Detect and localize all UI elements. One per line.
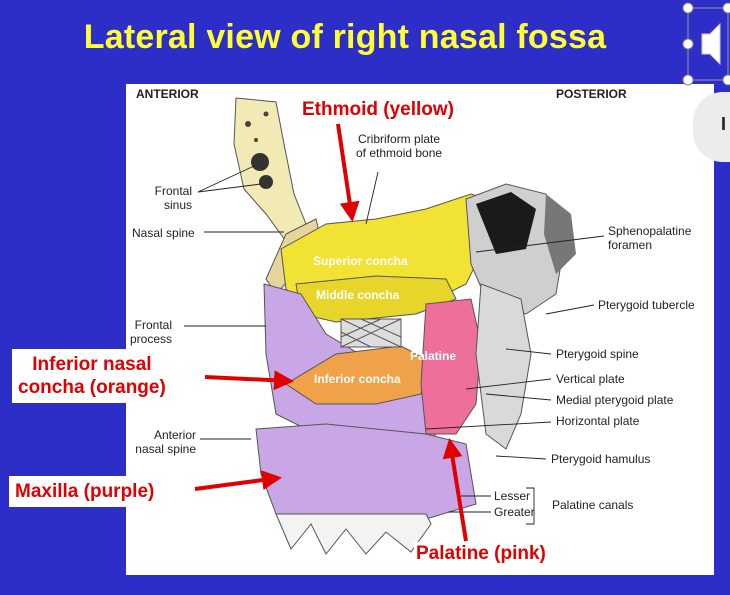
anterior-label: ANTERIOR — [136, 87, 199, 101]
maxilla-palate — [255, 423, 477, 525]
greater-label: Greater — [494, 505, 535, 519]
teeth — [275, 513, 432, 555]
anatomy-illustration — [184, 97, 605, 555]
cribriform-label: Cribriform plate of ethmoid bone — [356, 132, 443, 160]
frontal-process-label: Frontal process — [129, 318, 172, 346]
maxilla-arrow — [194, 470, 282, 491]
superior-concha-label: Superior concha — [313, 254, 408, 268]
sphenopalatine-label: Sphenopalatine foramen — [608, 224, 692, 252]
anterior-nasal-spine-label: Anterior nasal spine — [135, 428, 196, 456]
slide-title: Lateral view of right nasal fossa — [83, 18, 607, 56]
leader-lines — [184, 165, 605, 525]
palatine-arrow — [442, 438, 468, 542]
nasal-fossa-figure: ANTERIOR POSTERIOR Cribriform plate of e… — [126, 84, 714, 575]
palatine-bone — [420, 298, 482, 435]
ethmoid-arrow — [336, 123, 360, 222]
lesser-label: Lesser — [494, 489, 531, 503]
nasal-spine-label: Nasal spine — [132, 226, 195, 240]
pterygoid-process — [475, 283, 532, 450]
horizontal-plate-label: Horizontal plate — [556, 414, 640, 428]
ethmoid-callout: Ethmoid (yellow) — [300, 98, 456, 121]
pterygoid-hamulus-label: Pterygoid hamulus — [551, 452, 651, 466]
medial-pterygoid-plate-label: Medial pterygoid plate — [556, 393, 674, 407]
pterygoid-spine-label: Pterygoid spine — [556, 347, 639, 361]
posterior-label: POSTERIOR — [556, 87, 627, 101]
palatine-label: Palatine — [410, 349, 457, 363]
inferior-concha-label: Inferior concha — [314, 372, 401, 386]
palatine-callout: Palatine (pink) — [414, 542, 548, 565]
inferior-concha-callout: Inferior nasal concha (orange) — [12, 349, 172, 403]
speaker-selection-icon[interactable] — [680, 0, 730, 90]
side-tab-text: I — [721, 114, 727, 134]
maxilla-callout: Maxilla (purple) — [9, 476, 161, 507]
vertical-plate-label: Vertical plate — [556, 372, 625, 386]
palatine-canals-label: Palatine canals — [552, 498, 634, 512]
side-tab: I — [693, 92, 730, 162]
frontal-sinus-label: Frontal sinus — [154, 184, 192, 212]
inferior-concha-arrow — [204, 370, 294, 391]
middle-concha-label: Middle concha — [316, 288, 400, 302]
pterygoid-tubercle-label: Pterygoid tubercle — [598, 298, 695, 312]
